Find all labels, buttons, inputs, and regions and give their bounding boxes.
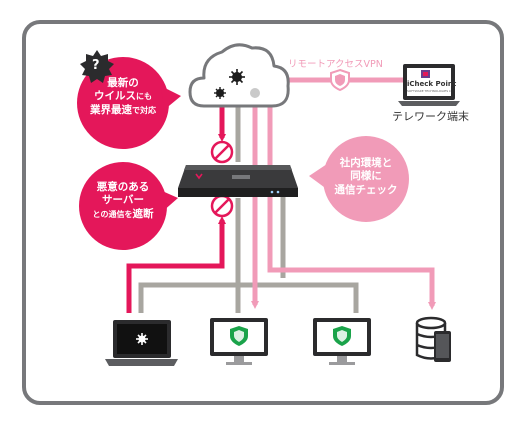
malware-icon [214, 87, 226, 99]
bubble-top-line3: 業界最速で対応 [83, 104, 163, 117]
database-device-icon [415, 316, 451, 362]
help-badge-icon [80, 50, 114, 83]
bubble-top-line3-main: 業界最速 [90, 103, 132, 116]
virus-icon [229, 69, 245, 85]
vpn-label: リモートアクセスVPN [288, 59, 383, 70]
bubble-mid-line3-main: 遮断 [132, 207, 154, 220]
bubble-top-line3-small: で対応 [132, 105, 156, 115]
gray-connection-lines [138, 98, 359, 313]
protected-monitor-icon [210, 318, 268, 365]
laptop-screen-title: iCheck Point [407, 80, 457, 88]
block-icon-bottom [210, 194, 234, 218]
telework-label: テレワーク端末 [392, 110, 469, 123]
bubble-mid-line3: との通信を遮断 [83, 208, 163, 221]
bubble-top-text: 最新の ウイルスにも 業界最速で対応 [83, 77, 163, 117]
bubble-right [309, 136, 409, 222]
block-icon-top [210, 140, 234, 164]
protected-monitor-icon [313, 318, 371, 365]
security-appliance-icon [178, 165, 298, 197]
bubble-top-line1: 最新の [107, 77, 139, 89]
infected-laptop-icon [105, 320, 178, 366]
bubble-right-line3: 通信チェック [334, 183, 398, 196]
telework-laptop-icon [398, 64, 460, 106]
bubble-right-text: 社内環境と 同様に 通信チェック [326, 157, 406, 197]
bubble-mid-line2: サーバー [102, 194, 144, 207]
bubble-mid-line1: 悪意のある [96, 181, 150, 193]
cloud-node-icon [250, 88, 260, 98]
vpn-shield-icon [330, 68, 350, 92]
bubble-top-line2-main: ウイルス [94, 90, 136, 103]
bubble-mid [79, 162, 178, 250]
bubble-top-line2-small: にも [136, 92, 152, 102]
bubble-top-line2: ウイルスにも [83, 90, 163, 103]
laptop-screen-subtitle: SOFTWARE TECHNOLOGIES LTD. [407, 89, 451, 93]
bubble-right-line1: 社内環境と [339, 157, 393, 169]
bubble-right-line2: 同様に [350, 170, 382, 183]
bubble-mid-text: 悪意のある サーバー との通信を遮断 [83, 181, 163, 221]
help-badge-glyph: ? [92, 58, 100, 73]
bubble-mid-line3-small: との通信を [92, 209, 133, 219]
